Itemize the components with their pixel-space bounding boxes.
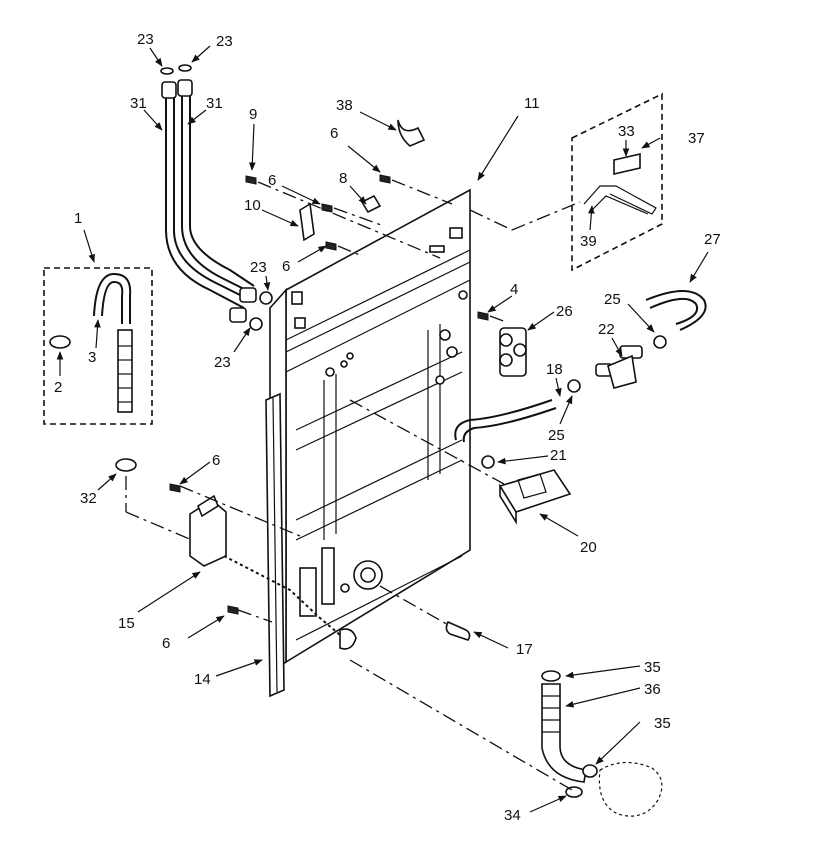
- callout-23b: 23: [216, 33, 233, 50]
- water-valve: [499, 327, 527, 377]
- callout-10: 10: [244, 197, 261, 214]
- callout-8: 8: [339, 170, 347, 187]
- alignment-lines: [125, 179, 581, 791]
- plug-part: [445, 620, 471, 641]
- callout-labels: 23 23 31 31 38 11 9 6 6 8 33 37 10 6 1 2…: [54, 31, 721, 824]
- inlet-hoses: [160, 64, 273, 331]
- leader-lines: [56, 45, 709, 813]
- drain-standpipe: [541, 670, 663, 817]
- callout-23d: 23: [214, 354, 231, 371]
- callout-1: 1: [74, 210, 82, 227]
- bracket-kit: [571, 92, 663, 272]
- callout-32: 32: [80, 490, 97, 507]
- screws: [169, 119, 489, 615]
- callout-33: 33: [618, 123, 635, 140]
- callout-21: 21: [550, 447, 567, 464]
- callout-11: 11: [524, 95, 540, 112]
- callout-36: 36: [644, 681, 661, 698]
- callout-6c: 6: [282, 258, 290, 275]
- callout-22: 22: [598, 321, 615, 338]
- side-trim-strip: [265, 392, 285, 698]
- fill-hose: [454, 290, 707, 443]
- hose-bracket: [189, 494, 357, 650]
- drain-hose-kit: [43, 267, 153, 472]
- callout-25b: 25: [548, 427, 565, 444]
- callout-27: 27: [704, 231, 721, 248]
- callout-31b: 31: [206, 95, 223, 112]
- pressure-switch: [481, 455, 572, 525]
- callout-23c: 23: [250, 259, 267, 276]
- callout-15: 15: [118, 615, 135, 632]
- callout-39: 39: [580, 233, 597, 250]
- callout-3: 3: [88, 349, 96, 366]
- callout-35a: 35: [644, 659, 661, 676]
- callout-23a: 23: [137, 31, 154, 48]
- callout-25a: 25: [604, 291, 621, 308]
- callout-6a: 6: [330, 125, 338, 142]
- callout-18: 18: [546, 361, 563, 378]
- callout-34: 34: [504, 807, 521, 824]
- callout-20: 20: [580, 539, 597, 556]
- callout-17: 17: [516, 641, 533, 658]
- callout-6e: 6: [162, 635, 170, 652]
- callout-14: 14: [194, 671, 211, 688]
- callout-26: 26: [556, 303, 573, 320]
- callout-6d: 6: [212, 452, 220, 469]
- callout-38: 38: [336, 97, 353, 114]
- rear-panel: [269, 188, 471, 674]
- callout-2: 2: [54, 379, 62, 396]
- callout-9: 9: [249, 106, 257, 123]
- callout-31a: 31: [130, 95, 147, 112]
- callout-6b: 6: [268, 172, 276, 189]
- callout-4: 4: [510, 281, 518, 298]
- callout-35b: 35: [654, 715, 671, 732]
- callout-37: 37: [688, 130, 705, 147]
